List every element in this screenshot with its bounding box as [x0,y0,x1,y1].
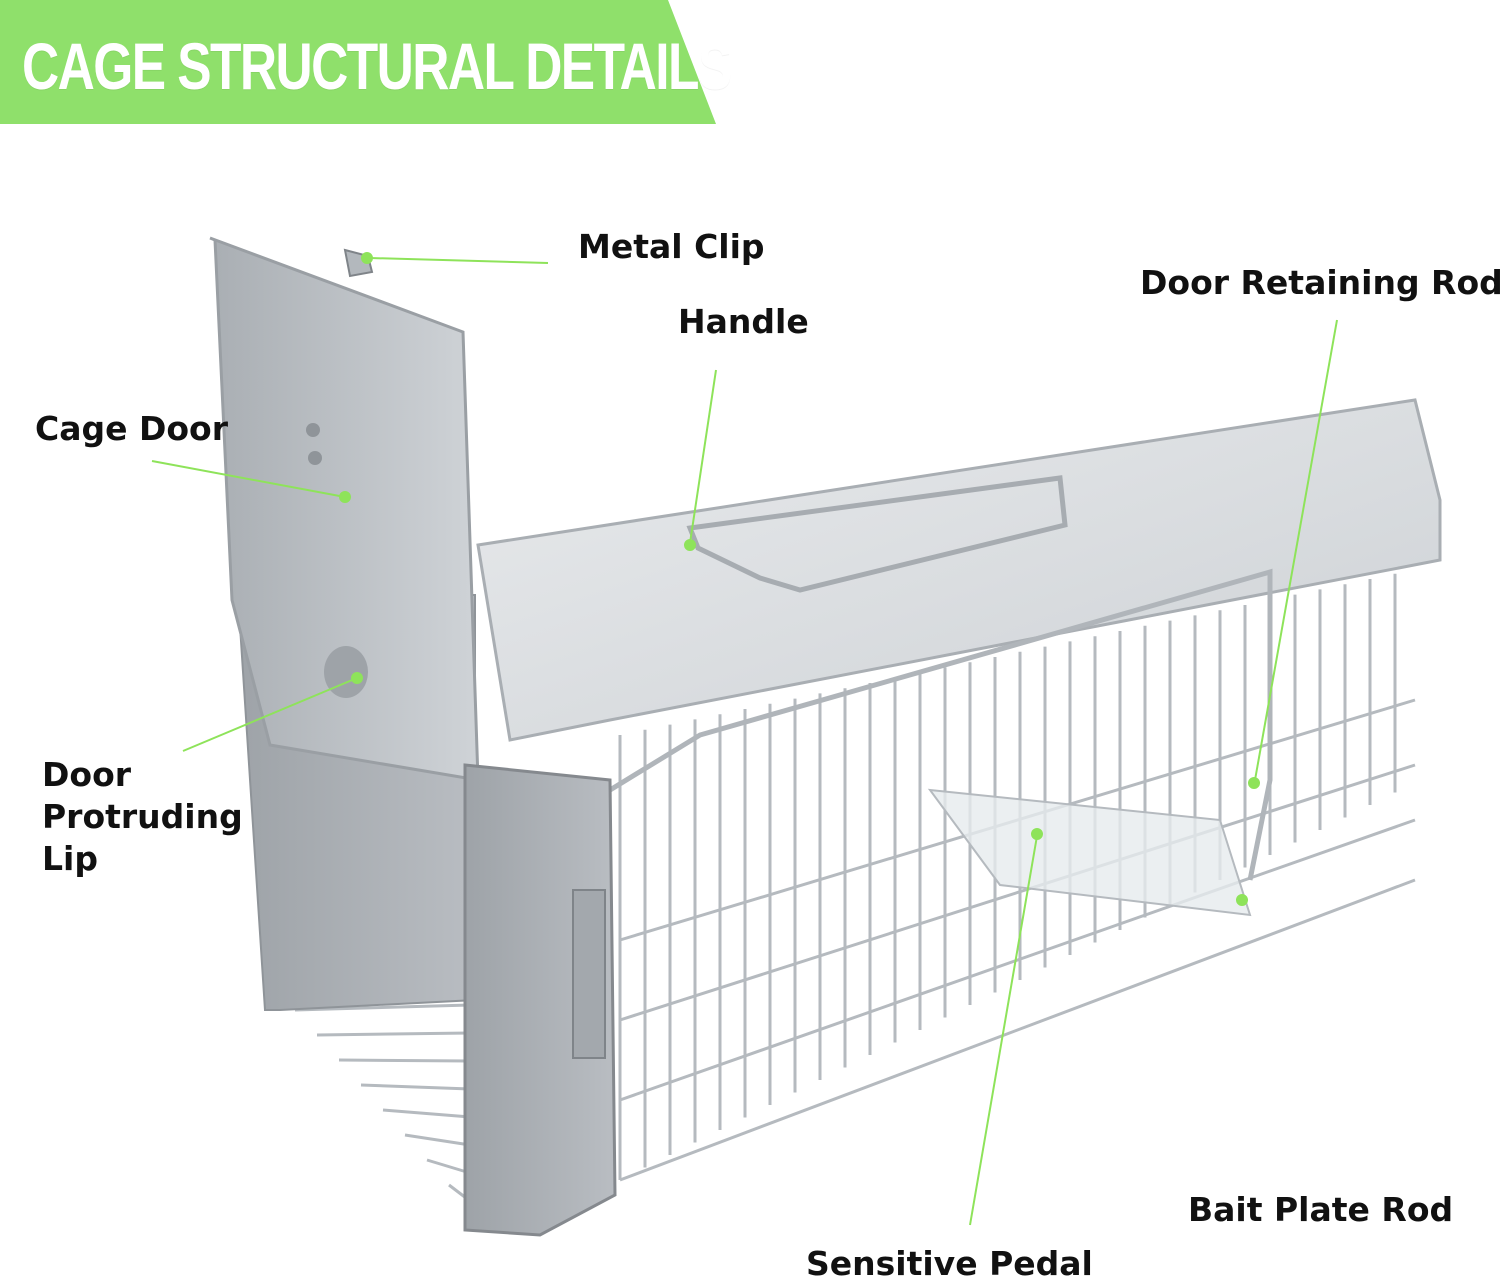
leader-door-protruding-lip [182,677,358,752]
mesh-wire [619,763,1416,1022]
leader-door-retaining-rod [1254,319,1338,781]
mesh-wire [294,1003,471,1012]
leader-sensitive-pedal [969,835,1038,1226]
leader-dot [351,672,363,684]
cage-door-panel [209,236,480,782]
label-bait-plate-rod: Bait Plate Rod [1188,1190,1454,1229]
leader-dot [684,539,696,551]
roof-panel [476,398,1442,742]
leader-dot [339,491,351,503]
frame-slot [572,889,606,1059]
leader-dot [361,252,373,264]
mesh-wire [404,1133,471,1147]
mesh-wire [619,878,1416,1182]
leader-metal-clip [369,257,549,264]
page-title: CAGE STRUCTURAL DETAILS [22,29,732,103]
mesh-wire [316,1031,471,1037]
front-frame [463,763,617,1237]
title-banner [0,0,716,124]
label-metal-clip: Metal Clip [578,227,765,266]
leader-dot [1031,828,1043,840]
pedal-plate [927,788,1252,917]
label-door-retaining-rod: Door Retaining Rod [1140,263,1500,302]
label-sensitive-pedal: Sensitive Pedal [806,1244,1093,1283]
label-door-protruding-lip: Door Protruding Lip [42,755,243,878]
leader-handle [689,369,717,544]
door-lip-hole [324,646,368,698]
leader-dot [1248,777,1260,789]
mesh-wire [338,1058,471,1063]
mesh-wire [426,1158,471,1175]
label-handle: Handle [678,302,809,341]
leader-dot-bait-plate-rod [1236,894,1248,906]
label-cage-door: Cage Door [35,409,228,448]
door-rivet [308,451,322,465]
leader-cage-door [151,460,346,498]
door-rivet [306,423,320,437]
mesh-wire [360,1083,471,1091]
handle-frame [686,475,1068,593]
mesh-wire [382,1108,471,1119]
mesh-wire [619,818,1416,1102]
